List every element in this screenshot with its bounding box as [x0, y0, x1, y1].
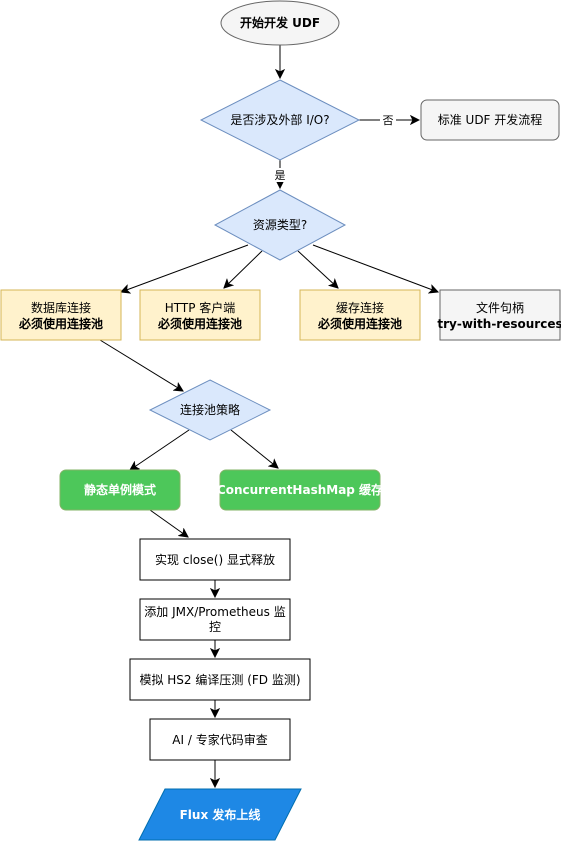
- http-client-label-line2: 必须使用连接池: [157, 316, 242, 331]
- edge-resource-to-http: [224, 250, 263, 288]
- start-node[interactable]: 开始开发 UDF: [220, 0, 340, 46]
- edge-pool-to-hashmap: [230, 429, 278, 468]
- static-singleton-node[interactable]: 静态单例模式: [59, 469, 181, 511]
- explicit-close-shape: [139, 538, 291, 581]
- edge-resource-to-database: [121, 244, 249, 292]
- file-handle-label-line1: 文件句柄: [476, 300, 524, 315]
- monitoring-label-line2: 控: [209, 620, 221, 634]
- edges: 否 是: [99, 45, 438, 787]
- database-label-line2: 必须使用连接池: [18, 316, 103, 331]
- stress-test-node[interactable]: 模拟 HS2 编译压测 (FD 监测): [129, 658, 311, 701]
- explicit-close-label: 实现 close() 显式释放: [155, 552, 275, 567]
- monitoring-node[interactable]: 添加 JMX/Prometheus 监 控: [139, 598, 291, 641]
- database-node[interactable]: 数据库连接 必须使用连接池: [0, 289, 122, 341]
- start-node-label: 开始开发 UDF: [240, 15, 320, 30]
- http-client-node[interactable]: HTTP 客户端 必须使用连接池: [139, 289, 261, 341]
- file-handle-shape: [439, 289, 561, 341]
- cache-shape: [299, 289, 421, 341]
- concurrent-hashmap-shape: [219, 469, 381, 511]
- edge-label-yes-bg: [272, 168, 288, 182]
- concurrent-hashmap-label: ConcurrentHashMap 缓存: [217, 482, 383, 497]
- resource-type-shape: [213, 189, 347, 261]
- release-shape: [138, 788, 302, 841]
- monitoring-label-line1: 添加 JMX/Prometheus 监: [144, 605, 285, 619]
- standard-flow-shape: [420, 99, 560, 141]
- explicit-close-node[interactable]: 实现 close() 显式释放: [139, 538, 291, 581]
- static-singleton-shape: [59, 469, 181, 511]
- edge-label-yes: 是: [275, 169, 286, 182]
- start-node-shape: [220, 0, 340, 46]
- io-decision-node[interactable]: 是否涉及外部 I/O?: [199, 79, 361, 161]
- monitoring-shape: [139, 598, 291, 641]
- database-label-line1: 数据库连接: [31, 300, 91, 315]
- edge-database-to-pool: [99, 339, 183, 391]
- io-decision-label: 是否涉及外部 I/O?: [230, 112, 329, 127]
- edge-pool-to-singleton: [130, 429, 190, 470]
- cache-node[interactable]: 缓存连接 必须使用连接池: [299, 289, 421, 341]
- release-node[interactable]: Flux 发布上线: [138, 788, 302, 841]
- stress-test-label: 模拟 HS2 编译压测 (FD 监测): [139, 672, 300, 687]
- standard-flow-label: 标准 UDF 开发流程: [438, 112, 543, 127]
- file-handle-label-line2: try-with-resources: [437, 317, 561, 331]
- static-singleton-label: 静态单例模式: [84, 482, 156, 497]
- file-handle-node[interactable]: 文件句柄 try-with-resources: [437, 289, 561, 341]
- edge-label-no: 否: [383, 114, 394, 127]
- code-review-shape: [149, 718, 291, 761]
- cache-label-line1: 缓存连接: [336, 300, 384, 315]
- http-client-label-line1: HTTP 客户端: [165, 300, 236, 315]
- resource-type-label: 资源类型?: [253, 218, 307, 232]
- cache-label-line2: 必须使用连接池: [317, 316, 402, 331]
- http-client-shape: [139, 289, 261, 341]
- code-review-node[interactable]: AI / 专家代码审查: [149, 718, 291, 761]
- pool-strategy-node[interactable]: 连接池策略: [148, 379, 272, 441]
- pool-strategy-label: 连接池策略: [180, 402, 240, 417]
- edge-resource-to-cache: [297, 250, 338, 288]
- edge-label-no-bg: [380, 113, 396, 127]
- resource-type-node[interactable]: 资源类型?: [213, 189, 347, 261]
- edge-resource-to-file: [312, 244, 438, 292]
- io-decision-shape: [199, 79, 361, 161]
- concurrent-hashmap-node[interactable]: ConcurrentHashMap 缓存: [217, 469, 383, 511]
- code-review-label: AI / 专家代码审查: [172, 732, 267, 747]
- database-shape: [0, 289, 122, 341]
- edge-singleton-to-close: [149, 509, 188, 537]
- standard-flow-node[interactable]: 标准 UDF 开发流程: [420, 99, 560, 141]
- stress-test-shape: [129, 658, 311, 701]
- release-label: Flux 发布上线: [180, 807, 261, 822]
- pool-strategy-shape: [148, 379, 272, 441]
